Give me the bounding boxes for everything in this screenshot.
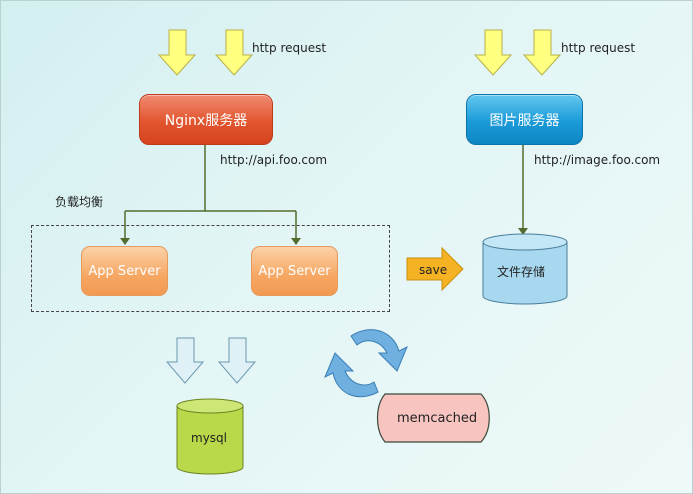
image-server-label: 图片服务器 bbox=[489, 112, 560, 129]
connector-arrowhead-left bbox=[120, 238, 130, 245]
request-arrow-right-2 bbox=[522, 29, 562, 76]
file-storage-label: 文件存储 bbox=[497, 265, 546, 279]
app-server-label: App Server bbox=[258, 263, 331, 279]
request-arrow-left-2 bbox=[214, 29, 254, 76]
nginx-server-label: Nginx服务器 bbox=[164, 112, 248, 129]
app-server-label: App Server bbox=[88, 263, 161, 279]
nginx-server-node[interactable]: Nginx服务器 bbox=[139, 94, 273, 145]
load-balance-label: 负载均衡 bbox=[55, 195, 104, 209]
app-server-node-1[interactable]: App Server bbox=[81, 246, 168, 296]
mysql-cylinder bbox=[176, 398, 244, 475]
request-arrow-right-1 bbox=[473, 29, 513, 76]
image-server-node[interactable]: 图片服务器 bbox=[466, 94, 583, 145]
connector-arrowhead-right bbox=[291, 238, 301, 245]
app-server-group bbox=[31, 225, 390, 312]
db-arrow-1 bbox=[165, 337, 205, 384]
memcached-banner bbox=[376, 393, 490, 443]
app-server-node-2[interactable]: App Server bbox=[251, 246, 338, 296]
cycle-arrows-icon bbox=[324, 329, 408, 398]
save-arrow bbox=[406, 246, 464, 292]
storage-arrowhead bbox=[518, 228, 528, 235]
file-storage-cylinder bbox=[482, 233, 568, 305]
mysql-label: mysql bbox=[191, 431, 227, 445]
memcached-label: memcached bbox=[397, 411, 478, 426]
http-request-label-right: http request bbox=[561, 41, 636, 55]
image-domain-label: http://image.foo.com bbox=[534, 153, 661, 167]
db-arrow-2 bbox=[217, 337, 257, 384]
api-domain-label: http://api.foo.com bbox=[220, 153, 328, 167]
http-request-label-left: http request bbox=[252, 41, 327, 55]
request-arrow-left-1 bbox=[157, 29, 197, 76]
save-label: save bbox=[419, 263, 448, 277]
